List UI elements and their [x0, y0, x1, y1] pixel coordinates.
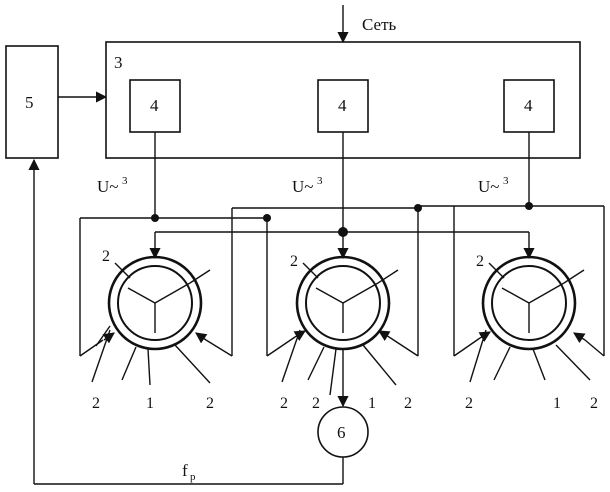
winding-label: 2 [590, 395, 598, 412]
rotor-label: 1 [368, 395, 376, 412]
network-label: Сеть [362, 15, 397, 34]
voltage-label-2: U~ 3 [292, 175, 323, 196]
converter-block-3: 4 [504, 80, 554, 132]
converter-group-number: 3 [114, 53, 123, 72]
controller-block: 5 [6, 46, 58, 158]
svg-text:p: p [190, 471, 196, 483]
motor-3: 2 2 1 2 [465, 253, 598, 412]
winding-label: 2 [404, 395, 412, 412]
winding-label: 2 [102, 248, 110, 265]
svg-text:f: f [182, 461, 188, 480]
junction-dot [151, 214, 159, 222]
svg-text:U~: U~ [97, 177, 118, 196]
network-input: Сеть [343, 5, 397, 42]
svg-text:U~: U~ [478, 177, 499, 196]
converter-number: 4 [150, 96, 159, 115]
sensor-block: 6 [318, 407, 368, 457]
converter-block-1: 4 [130, 80, 180, 132]
converter-number: 4 [338, 96, 347, 115]
frequency-label: f p [182, 461, 196, 483]
svg-text:U~: U~ [292, 177, 313, 196]
winding-label: 2 [280, 395, 288, 412]
winding-label: 2 [312, 395, 320, 412]
junction-dot [338, 227, 348, 237]
winding-label: 2 [92, 395, 100, 412]
winding-label: 2 [206, 395, 214, 412]
winding-label: 2 [465, 395, 473, 412]
sensor-number: 6 [337, 423, 346, 442]
rotor-label: 1 [146, 395, 154, 412]
controller-number: 5 [25, 93, 34, 112]
junction-dot [414, 204, 422, 212]
rotor-label: 1 [553, 395, 561, 412]
voltage-label-3: U~ 3 [478, 175, 509, 196]
converter-block-2: 4 [318, 80, 368, 132]
motor-1: 2 2 1 2 [92, 248, 214, 412]
winding-label: 2 [290, 253, 298, 270]
svg-text:3: 3 [122, 175, 128, 187]
junction-dot [525, 202, 533, 210]
winding-label: 2 [476, 253, 484, 270]
junction-dot [263, 214, 271, 222]
svg-text:3: 3 [317, 175, 323, 187]
svg-text:3: 3 [503, 175, 509, 187]
motor-2: 2 2 2 1 2 [280, 253, 412, 412]
voltage-label-1: U~ 3 [97, 175, 128, 196]
converter-number: 4 [524, 96, 533, 115]
